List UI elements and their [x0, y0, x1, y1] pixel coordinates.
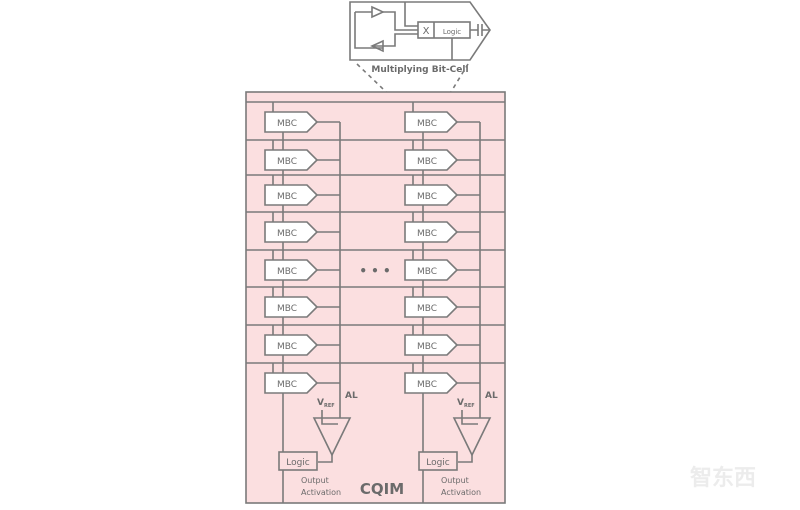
activation-label: Activation	[441, 488, 481, 497]
mbc-cell: MBC	[404, 296, 480, 318]
vref-label: VREF	[457, 398, 475, 409]
mbc-label: MBC	[417, 304, 437, 314]
mbc-cell: MBC	[404, 184, 480, 206]
mbc-label: MBC	[417, 342, 437, 352]
comparator-icon	[452, 417, 492, 457]
capacitor-icon	[470, 24, 490, 36]
al-label: AL	[485, 391, 498, 401]
mbc-label: MBC	[417, 192, 437, 202]
watermark-logo: 智东西	[690, 466, 757, 491]
mbc-label: MBC	[277, 342, 297, 352]
al-label: AL	[345, 391, 358, 401]
column-ellipsis: • • •	[359, 264, 390, 278]
mbc-label: MBC	[277, 157, 297, 167]
mbc-label: MBC	[277, 304, 297, 314]
mbc-label: MBC	[277, 380, 297, 390]
vref-label: VREF	[317, 398, 335, 409]
mbc-label: MBC	[417, 380, 437, 390]
mbc-cell: MBC	[264, 296, 340, 318]
buffer-icon	[371, 5, 385, 19]
mbc-cell: MBC	[404, 334, 480, 356]
mbc-cell: MBC	[404, 149, 480, 171]
mbc-label: MBC	[277, 119, 297, 129]
activation-label: Activation	[301, 488, 341, 497]
mbc-cell: MBC	[264, 221, 340, 243]
mbc-label: MBC	[277, 229, 297, 239]
logic-label: Logic	[426, 458, 450, 468]
comparator-icon	[312, 417, 352, 457]
mbc-cell: MBC	[264, 111, 340, 133]
mbc-cell: MBC	[404, 221, 480, 243]
inset-logic-label: Logic	[443, 28, 461, 36]
mbc-label: MBC	[417, 267, 437, 277]
mbc-cell: MBC	[264, 259, 340, 281]
mbc-label: MBC	[277, 267, 297, 277]
mbc-cell: MBC	[404, 372, 480, 394]
output-label: Output	[301, 476, 329, 485]
mbc-cell: MBC	[264, 149, 340, 171]
mbc-label: MBC	[277, 192, 297, 202]
mbc-cell: MBC	[404, 111, 480, 133]
mbc-label: MBC	[417, 157, 437, 167]
mbc-cell: MBC	[264, 372, 340, 394]
output-label: Output	[441, 476, 469, 485]
logic-label: Logic	[286, 458, 310, 468]
multiply-symbol: X	[423, 26, 430, 37]
mbc-cell: MBC	[404, 259, 480, 281]
mbc-label: MBC	[417, 119, 437, 129]
cqim-label: CQIM	[360, 480, 404, 498]
inset-title: Multiplying Bit-Cell	[371, 65, 468, 75]
mbc-label: MBC	[417, 229, 437, 239]
multiplying-bit-cell-inset: X Logic Multiplying Bit-Cell	[349, 1, 491, 111]
mbc-cell: MBC	[264, 334, 340, 356]
mbc-cell: MBC	[264, 184, 340, 206]
